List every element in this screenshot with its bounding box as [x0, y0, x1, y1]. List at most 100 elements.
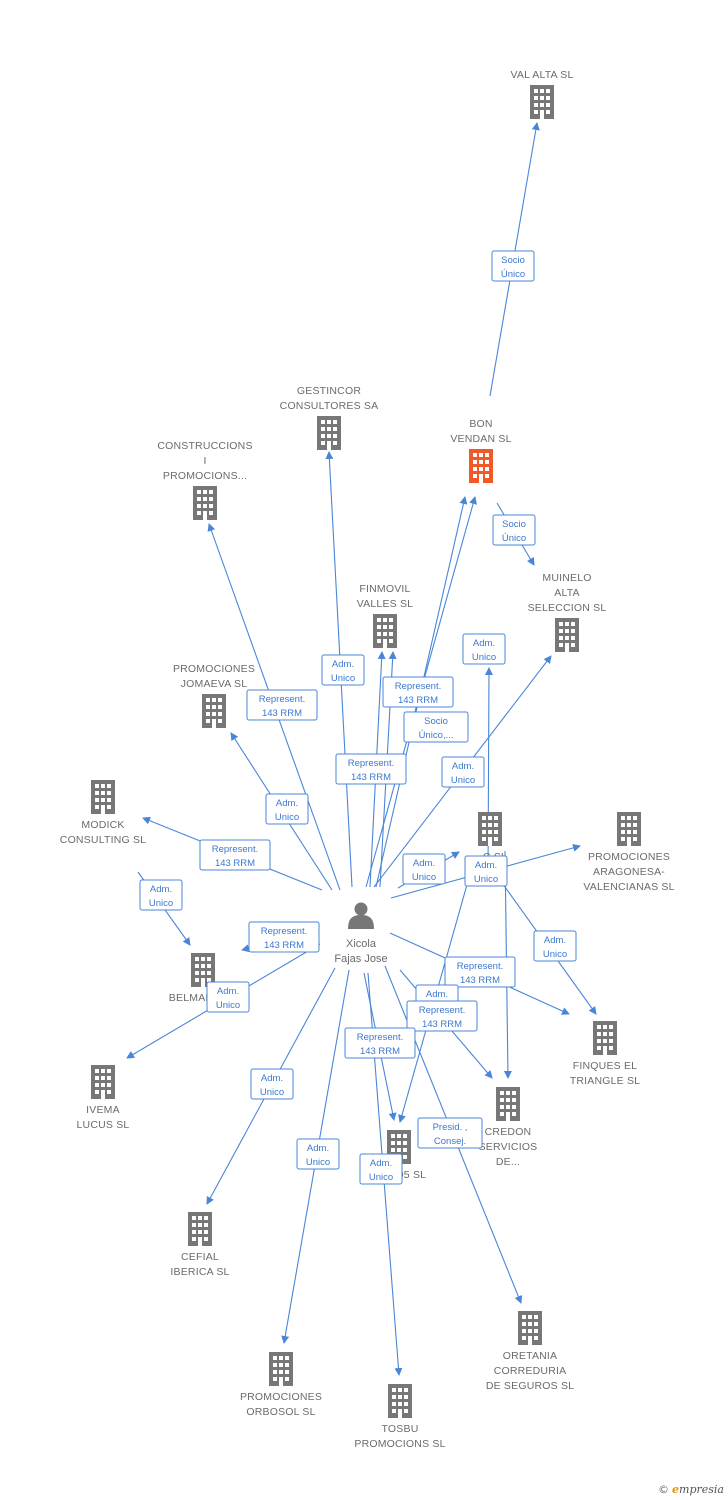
edge-label-box: [265, 793, 309, 825]
company-label: CORREDURIA: [494, 1365, 567, 1377]
edge-label-adm-gestincor[interactable]: Adm.Unico: [321, 654, 365, 686]
edge-label-adm-muinelo[interactable]: Adm. Unico: [441, 756, 485, 788]
edge-label-text: Represent.: [419, 1005, 465, 1016]
edge-label-adm-csl[interactable]: Adm.Unico: [402, 853, 446, 885]
edge-label-text: Único: [501, 269, 525, 280]
building-icon: [388, 1384, 412, 1418]
edge-label-box: [344, 1027, 416, 1059]
brand-initial: e: [672, 1483, 680, 1496]
company-label: MODICK: [81, 819, 124, 831]
edge-label-rep-belman[interactable]: Represent.143 RRM: [248, 921, 320, 953]
building-icon: [555, 618, 579, 652]
company-node-x05[interactable]: 05 SL: [387, 1130, 426, 1181]
edge-label-box: [321, 654, 365, 686]
edge-label-box: [335, 753, 407, 785]
edge-label-adm-cefial[interactable]: Adm.Unico: [250, 1068, 294, 1100]
edge-label-rep-modick[interactable]: Represent.143 RRM: [199, 839, 271, 871]
edge-label-rep-x05[interactable]: Represent.143 RRM: [344, 1027, 416, 1059]
company-node-csl[interactable]: C SL: [478, 812, 507, 863]
company-node-construccions[interactable]: CONSTRUCCIONS I PROMOCIONS...: [157, 440, 252, 520]
edge-label-text: Adm.: [307, 1143, 329, 1154]
edge-label-adm-orbosol[interactable]: Adm.Unico: [296, 1138, 340, 1170]
edge-label-adm-jomaeva[interactable]: Adm.Unico: [265, 793, 309, 825]
company-label: CEFIAL: [181, 1251, 219, 1263]
company-label: JOMAEVA SL: [181, 678, 248, 690]
company-label: VAL ALTA SL: [510, 69, 573, 81]
building-icon: [269, 1352, 293, 1386]
company-label: PROMOCIONES: [588, 851, 670, 863]
edge-label-text: Adm.: [452, 761, 474, 772]
edge-label-rep-bon[interactable]: Represent.143 RRM: [335, 753, 407, 785]
building-icon: [373, 614, 397, 648]
edge-label-rep-construccions[interactable]: Represent.143 RRM: [246, 689, 318, 721]
company-label: PROMOCIONES: [240, 1391, 322, 1403]
edge-label-presid[interactable]: Presid. ,Consej.: [417, 1117, 483, 1149]
company-label: GESTINCOR: [297, 385, 361, 397]
edge-label-text: Adm.: [217, 986, 239, 997]
company-label: I: [203, 455, 206, 467]
person-label: Xicola: [346, 938, 377, 950]
company-label: PROMOCIONES: [173, 663, 255, 675]
edge-label-rep-credon[interactable]: Represent.143 RRM: [406, 1000, 478, 1032]
edge-label-adm-aragonesa[interactable]: Adm.Unico: [464, 855, 508, 887]
company-label: DE SEGUROS SL: [486, 1380, 574, 1392]
building-icon: [469, 449, 493, 483]
edge-label-rep-finques[interactable]: Represent.143 RRM: [444, 956, 516, 988]
edge-label-adm-finques[interactable]: Adm.Unico: [533, 930, 577, 962]
building-icon: [593, 1021, 617, 1055]
company-label: CREDON: [485, 1126, 532, 1138]
building-icon: [202, 694, 226, 728]
copyright-symbol: ©: [658, 1483, 670, 1496]
company-node-valalta[interactable]: VAL ALTA SL: [510, 69, 573, 119]
edge-label-box: [382, 676, 454, 708]
edge-label-rep-finmovil[interactable]: Represent.143 RRM: [382, 676, 454, 708]
edge-label-box: [296, 1138, 340, 1170]
company-node-credon[interactable]: CREDONSERVICIOSDE...: [479, 1087, 538, 1168]
credit: ©empresia: [658, 1483, 724, 1496]
edge-label-text: 143 RRM: [215, 858, 255, 869]
edge-label-text: Adm.: [370, 1158, 392, 1169]
edge-label-adm-ivema[interactable]: Adm. Unico: [206, 981, 250, 1013]
company-label: SELECCION SL: [528, 602, 607, 614]
building-icon: [193, 486, 217, 520]
company-label: ORETANIA: [503, 1350, 558, 1362]
building-icon: [496, 1087, 520, 1121]
company-label: VALLES SL: [357, 598, 413, 610]
company-label: BELMAN: [169, 992, 213, 1004]
edge-label-text: Presid. ,: [433, 1122, 468, 1133]
edge-label-text: 143 RRM: [264, 940, 304, 951]
company-label: PROMOCIONS...: [163, 470, 247, 482]
edge-label-adm-bon[interactable]: Adm.Unico: [462, 633, 506, 665]
company-node-oretania[interactable]: ORETANIA CORREDURIA DE SEGUROS SL: [486, 1311, 574, 1392]
edge-label-text: Unico: [331, 673, 355, 684]
edge-label-text: Socio: [424, 716, 448, 727]
edge-label-adm-tosbu[interactable]: Adm.Unico: [359, 1153, 403, 1185]
edge-label-box: [464, 855, 508, 887]
edge-label-adm-modick-belman[interactable]: Adm.Unico: [139, 879, 183, 911]
company-node-jomaeva[interactable]: PROMOCIONES JOMAEVA SL: [173, 663, 255, 728]
edge-label-text: Unico: [216, 1000, 240, 1011]
edge-label-text: Unico: [451, 775, 475, 786]
edge-label-box: [199, 839, 271, 871]
edge-label-box: [441, 756, 485, 788]
edge-label-text: Represent.: [259, 694, 305, 705]
edge-label-socio-finmovil[interactable]: SocioÚnico,...: [403, 711, 469, 743]
company-node-belman[interactable]: BELMAN: [169, 953, 215, 1004]
edge-label-text: 143 RRM: [398, 695, 438, 706]
company-label: CONSTRUCCIONS: [157, 440, 252, 452]
